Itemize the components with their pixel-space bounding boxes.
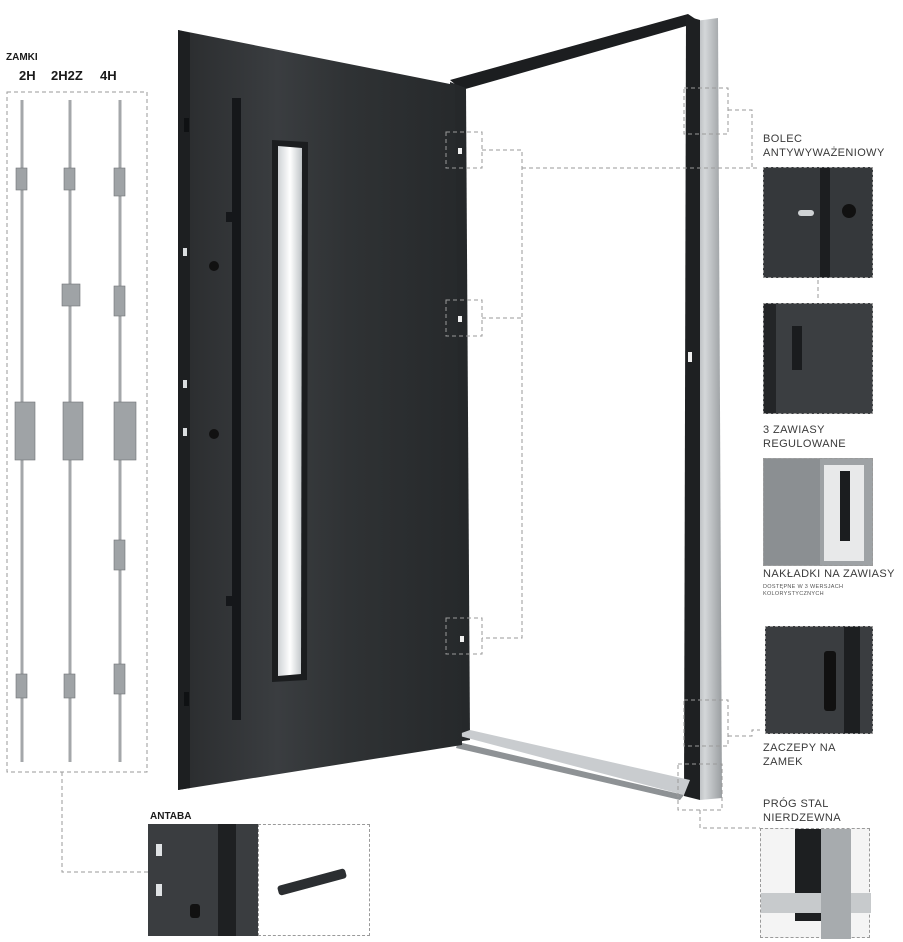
lock-type-2h: 2H — [19, 68, 36, 83]
strike-photo — [765, 626, 873, 734]
door-frame — [450, 14, 722, 800]
bolec-label-2: ANTYWYWAŻENIOWY — [763, 147, 885, 159]
lock-type-4h: 4H — [100, 68, 117, 83]
frame-details — [458, 148, 692, 642]
nakladki-note-1: DOSTĘPNE W 3 WERSJACH — [763, 584, 844, 590]
lock-type-2h2z: 2H2Z — [51, 68, 83, 83]
bolec-label-1: BOLEC — [763, 133, 803, 145]
locks-title: ZAMKI — [6, 52, 38, 63]
prog-label-2: NIERDZEWNA — [763, 812, 841, 824]
hinge-cover-photo — [763, 458, 873, 566]
hinge-photo — [763, 303, 873, 414]
lock-components — [14, 167, 137, 699]
door-leaf — [178, 30, 462, 790]
zaczepy-label-1: ZACZEPY NA — [763, 742, 836, 754]
prog-label-1: PRÓG STAL — [763, 798, 829, 810]
bolec-photo — [763, 167, 873, 278]
cylinder-photo-frame — [258, 824, 370, 936]
zawiasy-label-1: 3 ZAWIASY — [763, 424, 825, 436]
connector-lines — [6, 87, 819, 873]
cylinder-icon — [276, 868, 348, 896]
nakladki-label: NAKŁADKI NA ZAWIASY — [763, 568, 895, 580]
nakladki-note-2: KOLORYSTYCZNYCH — [763, 591, 824, 597]
zawiasy-label-2: REGULOWANE — [763, 438, 847, 450]
handle-photo — [148, 824, 258, 936]
handle-title: ANTABA — [150, 811, 192, 822]
threshold-photo — [760, 828, 871, 939]
zaczepy-label-2: ZAMEK — [763, 756, 803, 768]
